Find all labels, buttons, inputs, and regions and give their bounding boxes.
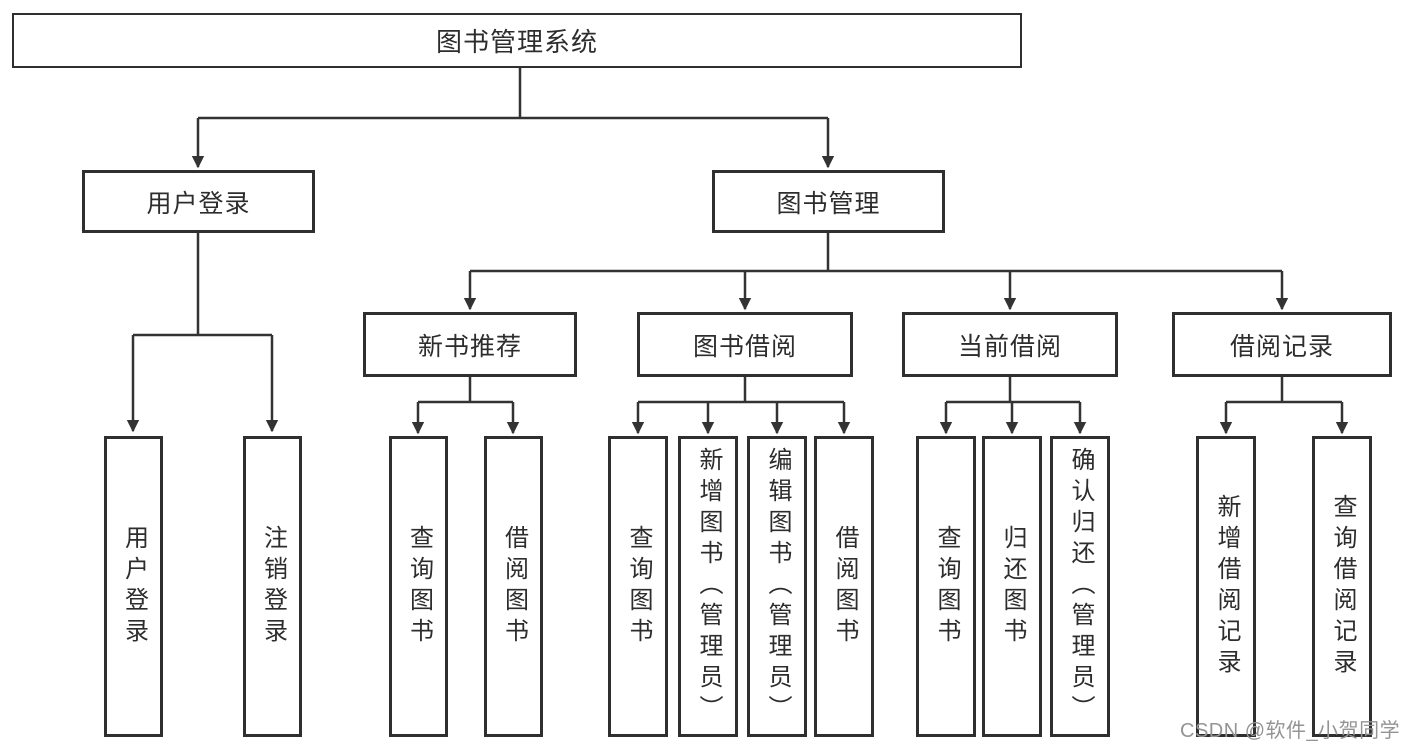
node-book-borrow-label: 图书借阅 bbox=[692, 332, 797, 361]
leaf-query-borrow-record-label: 查询借阅记录 bbox=[1329, 493, 1356, 680]
leaf-logout: 注销登录 bbox=[243, 436, 302, 737]
node-new-book-recommend: 新书推荐 bbox=[363, 312, 577, 377]
leaf-edit-book-admin-label: 编辑图书（管理员） bbox=[764, 447, 791, 726]
node-borrow-records: 借阅记录 bbox=[1172, 312, 1392, 377]
leaf-user-login: 用户登录 bbox=[104, 436, 163, 737]
node-user-login-module-label: 用户登录 bbox=[146, 189, 251, 218]
leaf-confirm-return-admin: 确认归还（管理员） bbox=[1050, 436, 1110, 737]
leaf-borrow-query-books: 查询图书 bbox=[608, 436, 668, 737]
node-book-management: 图书管理 bbox=[712, 170, 945, 233]
leaf-recommend-borrow-books: 借阅图书 bbox=[484, 436, 543, 737]
leaf-recommend-borrow-books-label: 借阅图书 bbox=[500, 524, 528, 649]
leaf-add-borrow-record-label: 新增借阅记录 bbox=[1213, 493, 1240, 680]
leaf-confirm-return-admin-label: 确认归还（管理员） bbox=[1067, 447, 1094, 726]
node-current-borrow: 当前借阅 bbox=[902, 312, 1118, 377]
leaf-return-book-label: 归还图书 bbox=[999, 524, 1026, 649]
leaf-recommend-query-books-label: 查询图书 bbox=[405, 524, 433, 649]
node-user-login-module: 用户登录 bbox=[82, 170, 315, 233]
leaf-user-login-label: 用户登录 bbox=[120, 524, 148, 649]
leaf-current-query-books-label: 查询图书 bbox=[933, 524, 960, 649]
leaf-add-book-admin: 新增图书（管理员） bbox=[678, 436, 738, 737]
leaf-add-book-admin-label: 新增图书（管理员） bbox=[695, 447, 722, 726]
node-borrow-records-label: 借阅记录 bbox=[1229, 332, 1334, 361]
leaf-recommend-query-books: 查询图书 bbox=[389, 436, 448, 737]
node-library-system-label: 图书管理系统 bbox=[435, 27, 598, 57]
leaf-edit-book-admin: 编辑图书（管理员） bbox=[747, 436, 807, 737]
leaf-logout-label: 注销登录 bbox=[259, 524, 287, 649]
node-current-borrow-label: 当前借阅 bbox=[957, 332, 1062, 361]
csdn-watermark: CSDN @软件_小贺同学 bbox=[1180, 720, 1401, 742]
leaf-return-book: 归还图书 bbox=[982, 436, 1042, 737]
node-book-management-label: 图书管理 bbox=[776, 189, 881, 218]
leaf-query-borrow-record: 查询借阅记录 bbox=[1312, 436, 1372, 737]
node-new-book-recommend-label: 新书推荐 bbox=[417, 332, 522, 361]
leaf-borrow-query-books-label: 查询图书 bbox=[625, 524, 652, 649]
node-book-borrow: 图书借阅 bbox=[637, 312, 853, 377]
leaf-add-borrow-record: 新增借阅记录 bbox=[1196, 436, 1256, 737]
leaf-current-query-books: 查询图书 bbox=[916, 436, 976, 737]
leaf-borrow-books: 借阅图书 bbox=[814, 436, 874, 737]
node-library-system: 图书管理系统 bbox=[12, 13, 1022, 68]
leaf-borrow-books-label: 借阅图书 bbox=[831, 524, 858, 649]
